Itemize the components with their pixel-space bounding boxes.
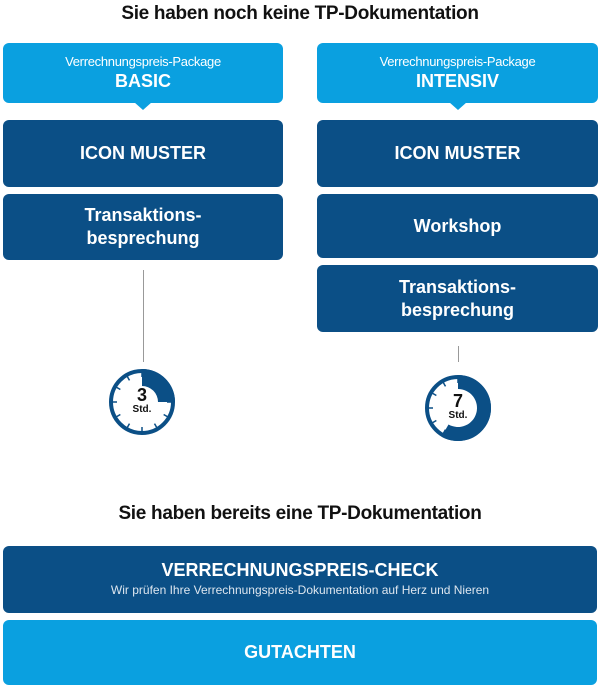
- clock-tick: [126, 423, 131, 429]
- step-icon-muster: ICON MUSTER: [3, 120, 283, 187]
- step-workshop: Workshop: [317, 194, 598, 258]
- check-box: VERRECHNUNGSPREIS-CHECK Wir prüfen Ihre …: [3, 546, 597, 613]
- package-intensiv-header: Verrechnungspreis-Package INTENSIV: [317, 43, 598, 110]
- hours-value: 7: [452, 391, 463, 411]
- step-transaktionsbesprechung: Transaktions- besprechung: [317, 265, 598, 332]
- clock-tick: [153, 423, 158, 429]
- hours-unit: Std.: [448, 410, 468, 421]
- clock-icon-intensiv: [425, 375, 491, 441]
- package-basic-header: Verrechnungspreis-Package BASIC: [3, 43, 283, 110]
- step-icon-muster: ICON MUSTER: [317, 120, 598, 187]
- package-name: INTENSIV: [415, 71, 499, 91]
- hours-filled-sector: [142, 369, 175, 402]
- clock-tick: [126, 375, 131, 381]
- package-name: BASIC: [114, 71, 171, 91]
- clock-icon-basic: [109, 369, 175, 435]
- connector-line: [143, 270, 144, 362]
- clock-tick: [431, 392, 437, 397]
- clock-tick: [163, 413, 169, 418]
- hours-unit: Std.: [132, 404, 152, 415]
- package-label: Verrechnungspreis-Package: [379, 54, 536, 69]
- top-heading: Sie haben noch keine TP-Dokumentation: [121, 3, 479, 24]
- check-title: VERRECHNUNGSPREIS-CHECK: [161, 560, 439, 580]
- gutachten-box: GUTACHTEN: [3, 620, 597, 685]
- hours-filled-sector: [441, 375, 491, 441]
- clock-tick: [442, 381, 447, 387]
- package-label: Verrechnungspreis-Package: [65, 54, 221, 69]
- step-transaktionsbesprechung: Transaktions- besprechung: [3, 194, 283, 260]
- bottom-heading: Sie haben bereits eine TP-Dokumentation: [118, 503, 482, 524]
- clock-tick: [431, 419, 437, 424]
- clock-tick: [442, 429, 447, 435]
- clock-label-basic: 3 Std.: [106, 386, 178, 415]
- connector-line: [458, 346, 459, 362]
- clock-label-intensiv: 7 Std.: [422, 392, 494, 421]
- clock-tick: [115, 386, 121, 391]
- clock-tick: [115, 413, 121, 418]
- hours-value: 3: [136, 385, 147, 405]
- check-subtitle: Wir prüfen Ihre Verrechnungspreis-Dokume…: [110, 583, 490, 597]
